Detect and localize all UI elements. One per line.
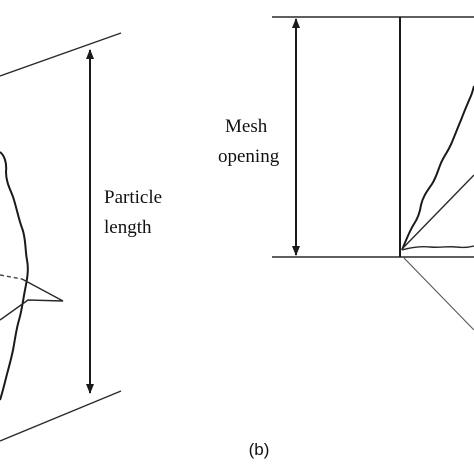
particle-length-label-line1: Particle <box>104 187 162 208</box>
mesh-opening-label-line1: Mesh <box>225 116 268 137</box>
mesh-opening-label-line2: opening <box>218 146 280 167</box>
particle-upper-boundary-line <box>0 32 122 77</box>
particle-lower-boundary-line <box>0 390 122 442</box>
mesh-particle-inner-edge <box>401 174 474 250</box>
panel-b-caption: (b) <box>249 440 270 459</box>
particle-dashed-edge <box>0 274 23 280</box>
mesh-particle-base-edge <box>401 245 474 251</box>
particle-length-label-line2: length <box>104 217 152 238</box>
panel-a: Particle length <box>0 32 162 442</box>
mesh-projection-line <box>403 257 474 331</box>
particle-outline <box>0 151 29 401</box>
panel-b: Mesh opening <box>218 16 474 331</box>
particle-inner-wedge <box>0 278 64 321</box>
mesh-particle-outline <box>401 85 474 251</box>
